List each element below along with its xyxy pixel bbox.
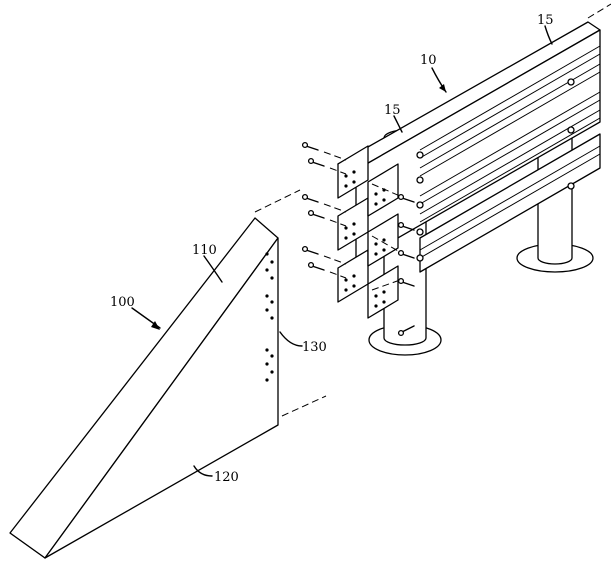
- bolt: [397, 193, 415, 203]
- leader-15-left: [393, 115, 403, 133]
- rail-bolt: [567, 182, 575, 190]
- leader-15-right: [544, 25, 553, 45]
- end-member: [9, 189, 327, 559]
- bolt: [397, 221, 415, 231]
- rail-bolt: [416, 176, 424, 184]
- rail-bolt: [416, 228, 424, 236]
- bolt: [307, 209, 325, 219]
- bolt: [301, 141, 319, 151]
- label-post-top-left: 15: [384, 103, 401, 118]
- label-post-top-right: 15: [537, 13, 554, 28]
- rail-bolt: [416, 254, 424, 262]
- bolt: [397, 249, 415, 259]
- leaders: [131, 25, 553, 477]
- leader-120: [193, 465, 213, 477]
- bolt: [301, 245, 319, 255]
- label-rail-assembly: 10: [420, 53, 437, 68]
- bolt: [301, 193, 319, 203]
- arrow-100: [151, 321, 160, 330]
- label-bottom-edge: 120: [214, 470, 239, 485]
- rail-bolt: [416, 201, 424, 209]
- bolt: [397, 325, 415, 337]
- rail-bolt: [567, 78, 575, 86]
- label-end-member: 100: [110, 295, 135, 310]
- guardrail-beams: [337, 3, 611, 273]
- label-vertical-face: 130: [302, 340, 327, 355]
- end-member-side-face: [44, 237, 279, 559]
- bolts: [301, 141, 415, 337]
- arrow-10: [439, 84, 446, 92]
- bolt: [307, 157, 325, 167]
- splice-plates: [337, 145, 399, 319]
- rail-bolt: [416, 151, 424, 159]
- end-member-holes: [265, 252, 274, 382]
- leader-130: [279, 331, 303, 347]
- leader-110: [203, 255, 223, 283]
- rail-bolt: [567, 126, 575, 134]
- bolt: [307, 261, 325, 271]
- label-inclined-face: 110: [192, 243, 217, 258]
